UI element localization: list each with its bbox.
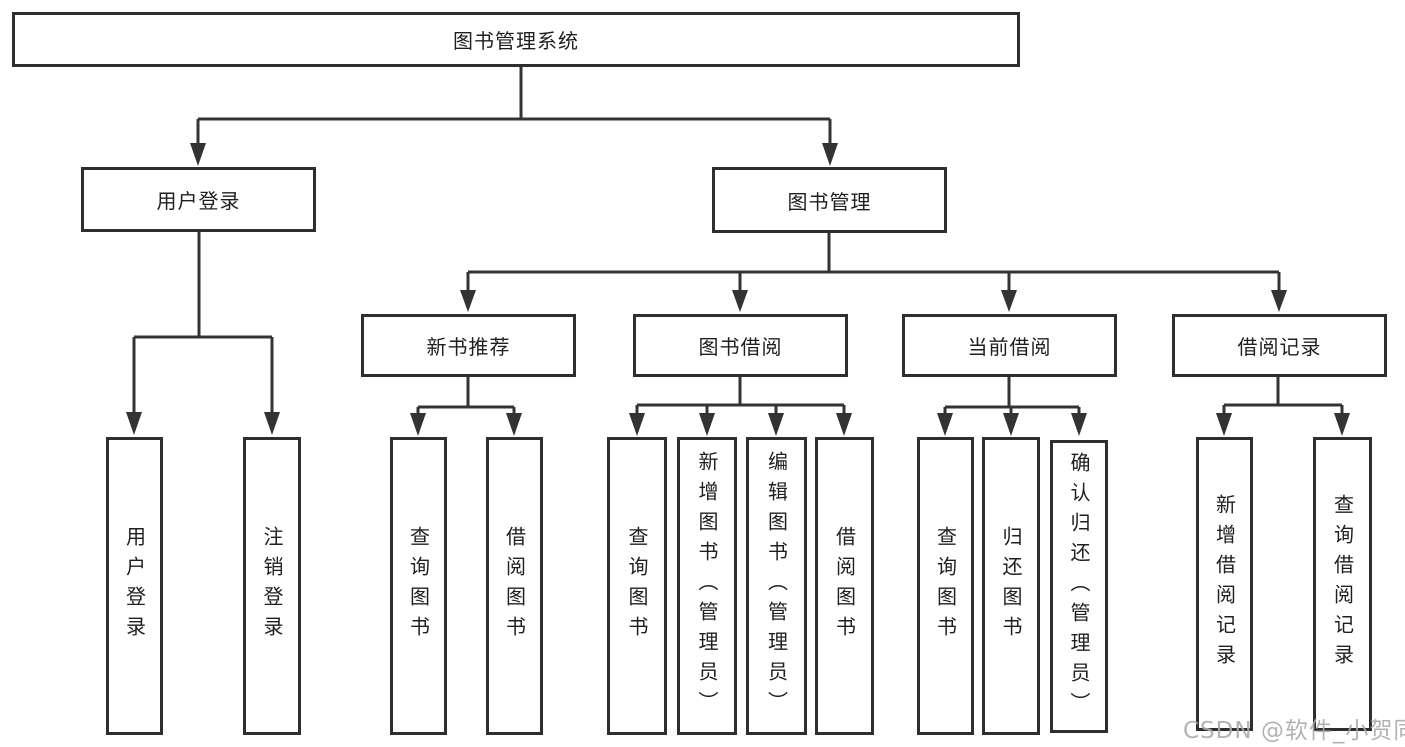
leaf-bb-edit-book-admin-label: 编辑图书（管理员）: [764, 451, 789, 721]
node-current-borrowing: 当前借阅: [902, 314, 1117, 377]
node-book-management: 图书管理: [712, 167, 947, 233]
leaf-user-login-label: 用户登录: [122, 526, 147, 646]
leaf-cb-return-book: 归还图书: [982, 437, 1040, 735]
csdn-watermark: CSDN @软件_小贺同学: [1183, 718, 1405, 744]
leaf-bb-borrow-book: 借阅图书: [815, 437, 874, 735]
node-borrowing-records: 借阅记录: [1172, 314, 1387, 377]
node-borrowing-records-label: 借阅记录: [1237, 335, 1322, 359]
leaf-rec-query-book-label: 查询图书: [406, 526, 431, 646]
leaf-logout-label: 注销登录: [260, 526, 284, 646]
leaf-cb-confirm-return-admin: 确认归还（管理员）: [1050, 440, 1108, 733]
leaf-logout: 注销登录: [243, 437, 301, 735]
leaf-rec-query-book: 查询图书: [390, 437, 447, 735]
node-root-system-label: 图书管理系统: [453, 29, 579, 53]
leaf-br-query-record: 查询借阅记录: [1313, 437, 1372, 731]
connector-paths: [132, 66, 1344, 414]
node-new-book-recommend: 新书推荐: [361, 314, 576, 377]
node-book-management-label: 图书管理: [787, 189, 872, 214]
leaf-bb-borrow-book-label: 借阅图书: [832, 526, 857, 646]
leaf-br-add-record-label: 新增借阅记录: [1212, 494, 1237, 674]
node-book-borrowing: 图书借阅: [633, 314, 848, 377]
leaf-bb-query-book: 查询图书: [607, 437, 667, 735]
leaf-bb-query-book-label: 查询图书: [625, 526, 649, 646]
leaf-cb-confirm-return-admin-label: 确认归还（管理员）: [1067, 451, 1091, 722]
leaf-rec-borrow-book-label: 借阅图书: [502, 526, 527, 646]
leaf-bb-edit-book-admin: 编辑图书（管理员）: [746, 437, 807, 735]
node-user-login: 用户登录: [81, 167, 316, 232]
leaf-bb-add-book-admin: 新增图书（管理员）: [677, 437, 737, 735]
leaf-cb-query-book: 查询图书: [917, 437, 974, 735]
leaf-br-add-record: 新增借阅记录: [1196, 437, 1253, 731]
leaf-bb-add-book-admin-label: 新增图书（管理员）: [695, 451, 719, 721]
node-user-login-label: 用户登录: [156, 189, 241, 213]
node-new-book-recommend-label: 新书推荐: [426, 335, 511, 359]
node-root-system: 图书管理系统: [12, 12, 1020, 67]
leaf-cb-return-book-label: 归还图书: [999, 526, 1023, 646]
leaf-cb-query-book-label: 查询图书: [933, 526, 958, 646]
node-current-borrowing-label: 当前借阅: [967, 335, 1052, 359]
leaf-user-login: 用户登录: [106, 437, 163, 735]
leaf-br-query-record-label: 查询借阅记录: [1330, 494, 1355, 674]
arrowheads: [126, 143, 1350, 436]
node-book-borrowing-label: 图书借阅: [698, 335, 783, 359]
leaf-rec-borrow-book: 借阅图书: [486, 437, 543, 735]
